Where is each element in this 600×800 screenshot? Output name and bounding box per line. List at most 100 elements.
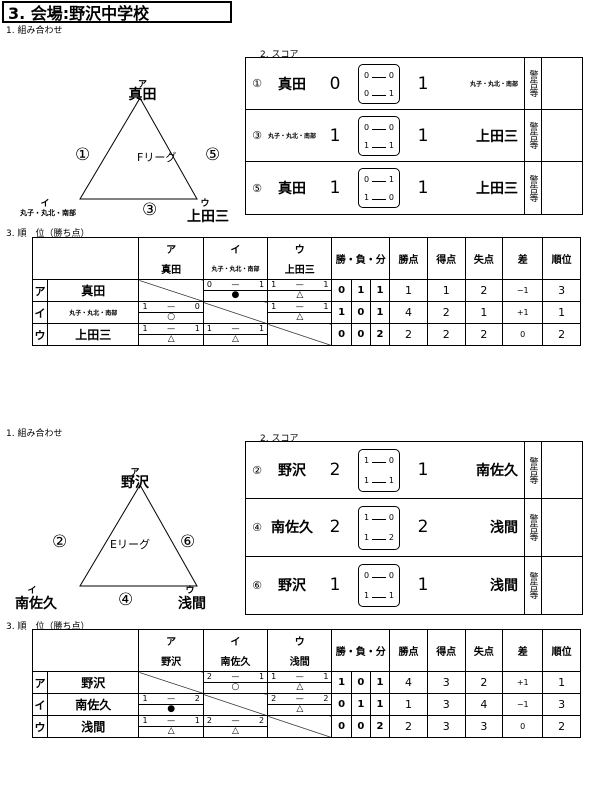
row-team: 上田三 (75, 328, 112, 342)
result-cell: 1—1△ (267, 301, 333, 324)
record-w: 0 (331, 715, 352, 738)
vertex-u-name: 浅間 (178, 596, 206, 612)
result-dash: — (167, 302, 176, 311)
diagonal-cell (202, 301, 269, 324)
league-triangle (79, 484, 198, 587)
goal-difference: 0 (502, 323, 544, 346)
points: 4 (389, 301, 428, 324)
result-cell: 2—2△ (267, 693, 333, 716)
vertex-u-kana: ウ (200, 199, 210, 209)
result-score-for: 2 (271, 694, 277, 703)
first-half-away: 0 (388, 513, 394, 523)
result-score-for: 1 (271, 672, 277, 681)
result-score: 2—2 (203, 716, 268, 727)
header-diff: 差 (502, 237, 544, 280)
result-cell: 1—1△ (267, 671, 333, 694)
result-dash: — (167, 716, 176, 725)
edge-bottom-match: ④ (118, 590, 134, 610)
column-team: 浅間 (267, 650, 333, 672)
row-team: 丸子・丸北・南部 (69, 310, 118, 317)
result-score-against: 1 (259, 672, 265, 681)
result-dash: — (231, 280, 240, 289)
home-score: 1 (329, 125, 341, 146)
result-score-for: 1 (142, 716, 148, 725)
record-w: 0 (331, 693, 352, 716)
record-d: 1 (369, 279, 391, 302)
row-team: 真田 (81, 284, 106, 298)
league-name: Fリーグ (137, 151, 177, 164)
result-mark: △ (167, 334, 175, 344)
column-team: 丸子・丸北・南部 (202, 258, 269, 280)
rank: 2 (542, 323, 581, 346)
result-score: 2—1 (203, 672, 268, 683)
result-score: 1 — 1 (139, 716, 203, 727)
home-score: 0 (329, 73, 341, 94)
pairing-label: 1. 組み合わせ (6, 429, 63, 439)
rank: 1 (542, 671, 581, 694)
result-score-against: 1 (194, 716, 200, 725)
result-score-against: 2 (259, 716, 265, 725)
first-half-home: 0 (364, 122, 370, 132)
first-half-dash (372, 461, 386, 463)
goals-against: 2 (464, 671, 504, 694)
result-score: 1—0 (139, 302, 203, 313)
home-team: 丸子・丸北・南部 (267, 133, 316, 140)
row-header: イ丸子・丸北・南部 (31, 301, 140, 324)
goals-for: 1 (426, 279, 466, 302)
second-half-home: 1 (364, 590, 370, 600)
first-half-dash (372, 519, 386, 521)
league-triangle (79, 97, 198, 200)
first-half-dash (372, 128, 386, 130)
rank: 3 (542, 693, 581, 716)
result-mark: △ (296, 704, 304, 714)
record-w: 1 (331, 671, 352, 694)
vertex-a-name: 真田 (128, 87, 157, 103)
goals-against: 1 (464, 301, 504, 324)
rank: 3 (542, 279, 581, 302)
header-gf: 得点 (426, 629, 466, 672)
result-score-for: 1 (271, 280, 277, 289)
away-team: 上田三 (476, 181, 518, 197)
header-ga: 失点 (464, 629, 504, 672)
goals-for: 3 (426, 671, 466, 694)
result-cell: 1—0○ (138, 301, 204, 324)
first-half-away: 0 (388, 455, 394, 465)
match-number: ③ (252, 129, 262, 142)
second-half-away: 0 (388, 192, 394, 202)
record-l: 1 (350, 693, 371, 716)
points: 4 (389, 671, 428, 694)
record-d: 2 (369, 715, 391, 738)
goal-difference: +1 (502, 301, 544, 324)
points: 2 (389, 715, 428, 738)
result-score-against: 1 (323, 302, 329, 311)
result-cell: 0—1● (202, 279, 269, 302)
diagonal-cell (267, 323, 333, 346)
row-header: イ南佐久 (31, 693, 140, 716)
standings-label: 3. 順 位（勝ち点） (6, 229, 90, 239)
pairing-label: 1. 組み合わせ (6, 26, 63, 36)
result-score: 1—1 (268, 302, 332, 313)
warning-label: 警告等 (524, 499, 542, 556)
result-mark: ● (167, 704, 176, 714)
record-l: 0 (350, 715, 371, 738)
table-corner (31, 237, 140, 280)
record-l: 0 (350, 671, 371, 694)
record-d: 2 (369, 323, 391, 346)
goals-for: 2 (426, 323, 466, 346)
result-mark: △ (296, 312, 304, 322)
result-score-against: 2 (194, 694, 200, 703)
goals-against: 3 (464, 715, 504, 738)
match-number: ⑤ (252, 181, 262, 195)
result-mark: △ (296, 290, 304, 300)
row-kana: ア (33, 672, 48, 693)
